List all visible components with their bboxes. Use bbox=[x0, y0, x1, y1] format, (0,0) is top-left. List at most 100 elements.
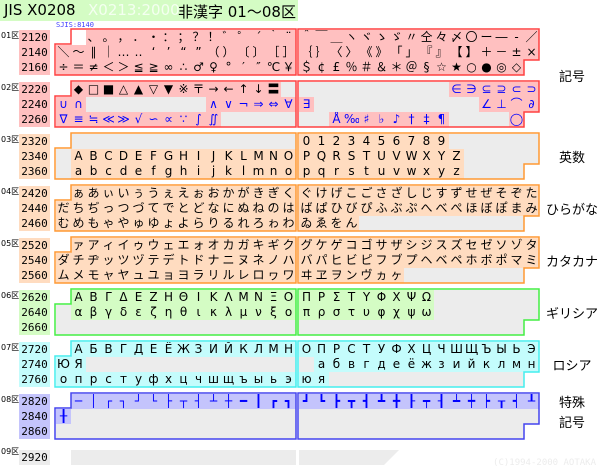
empty-cell[interactable] bbox=[266, 409, 281, 424]
char-cell[interactable]: △ bbox=[116, 82, 131, 97]
char-cell[interactable]: ω bbox=[419, 305, 434, 320]
empty-cell[interactable] bbox=[176, 97, 191, 112]
empty-cell[interactable] bbox=[464, 112, 479, 127]
char-cell[interactable]: ÷ bbox=[56, 60, 71, 75]
empty-cell[interactable] bbox=[101, 424, 116, 439]
empty-cell[interactable] bbox=[479, 216, 494, 231]
char-cell[interactable]: ― bbox=[494, 30, 509, 45]
char-cell[interactable]: ＆ bbox=[374, 60, 389, 75]
char-cell[interactable]: а bbox=[314, 357, 329, 372]
char-cell[interactable]: ほ bbox=[464, 201, 479, 216]
char-cell[interactable]: ヾ bbox=[359, 30, 374, 45]
char-cell[interactable]: м bbox=[509, 357, 524, 372]
char-cell[interactable]: ■ bbox=[101, 82, 116, 97]
char-cell[interactable]: б bbox=[329, 357, 344, 372]
char-cell[interactable]: ∨ bbox=[221, 97, 236, 112]
empty-cell[interactable] bbox=[329, 372, 344, 387]
char-cell[interactable]: Э bbox=[524, 342, 539, 357]
char-cell[interactable]: 。 bbox=[101, 30, 116, 45]
empty-cell[interactable] bbox=[404, 372, 419, 387]
empty-cell[interactable] bbox=[389, 424, 404, 439]
char-cell[interactable]: ≡ bbox=[71, 112, 86, 127]
empty-cell[interactable] bbox=[176, 320, 191, 335]
empty-cell[interactable] bbox=[266, 357, 281, 372]
empty-cell[interactable] bbox=[146, 357, 161, 372]
char-cell[interactable]: ぁ bbox=[71, 186, 86, 201]
empty-cell[interactable] bbox=[299, 82, 314, 97]
empty-cell[interactable] bbox=[524, 149, 539, 164]
char-cell[interactable]: ♯ bbox=[359, 112, 374, 127]
char-cell[interactable]: Ь bbox=[509, 342, 524, 357]
empty-cell[interactable] bbox=[419, 424, 434, 439]
char-cell[interactable]: ¶ bbox=[434, 112, 449, 127]
char-cell[interactable]: Ι bbox=[191, 290, 206, 305]
char-cell[interactable]: ． bbox=[131, 30, 146, 45]
char-cell[interactable]: ム bbox=[56, 268, 71, 283]
subtitle-link[interactable]: X0213:2000 bbox=[88, 1, 180, 19]
char-cell[interactable]: Q bbox=[314, 149, 329, 164]
empty-cell[interactable] bbox=[479, 149, 494, 164]
char-cell[interactable]: 「 bbox=[389, 45, 404, 60]
empty-cell[interactable] bbox=[434, 409, 449, 424]
char-cell[interactable]: ゑ bbox=[314, 216, 329, 231]
char-cell[interactable]: ≦ bbox=[131, 60, 146, 75]
char-cell[interactable]: э bbox=[281, 372, 296, 387]
empty-cell[interactable] bbox=[479, 320, 494, 335]
char-cell[interactable]: s bbox=[344, 164, 359, 179]
char-cell[interactable]: ゝ bbox=[374, 30, 389, 45]
char-cell[interactable]: 》 bbox=[374, 45, 389, 60]
char-cell[interactable]: h bbox=[176, 164, 191, 179]
char-cell[interactable]: Β bbox=[86, 290, 101, 305]
char-cell[interactable]: π bbox=[299, 305, 314, 320]
char-cell[interactable]: こ bbox=[344, 186, 359, 201]
empty-cell[interactable] bbox=[404, 268, 419, 283]
char-cell[interactable]: 《 bbox=[359, 45, 374, 60]
empty-cell[interactable] bbox=[146, 424, 161, 439]
char-cell[interactable]: ザ bbox=[389, 238, 404, 253]
empty-cell[interactable] bbox=[404, 216, 419, 231]
char-cell[interactable]: ～ bbox=[71, 45, 86, 60]
char-cell[interactable]: ト bbox=[176, 253, 191, 268]
empty-cell[interactable] bbox=[359, 409, 374, 424]
char-cell[interactable]: Р bbox=[329, 342, 344, 357]
char-cell[interactable]: М bbox=[266, 342, 281, 357]
char-cell[interactable]: べ bbox=[434, 201, 449, 216]
empty-cell[interactable] bbox=[449, 97, 464, 112]
char-cell[interactable]: t bbox=[359, 164, 374, 179]
char-cell[interactable]: ペ bbox=[449, 253, 464, 268]
char-cell[interactable]: Z bbox=[449, 149, 464, 164]
empty-cell[interactable] bbox=[236, 409, 251, 424]
empty-cell[interactable] bbox=[374, 409, 389, 424]
char-cell[interactable]: д bbox=[374, 357, 389, 372]
char-cell[interactable]: z bbox=[449, 164, 464, 179]
char-cell[interactable]: き bbox=[251, 186, 266, 201]
char-cell[interactable]: З bbox=[191, 342, 206, 357]
char-cell[interactable]: ・ bbox=[146, 30, 161, 45]
char-cell[interactable]: は bbox=[281, 201, 296, 216]
char-cell[interactable]: た bbox=[524, 186, 539, 201]
empty-cell[interactable] bbox=[56, 149, 71, 164]
empty-cell[interactable] bbox=[434, 216, 449, 231]
char-cell[interactable]: ь bbox=[266, 372, 281, 387]
char-cell[interactable]: タ bbox=[524, 238, 539, 253]
char-cell[interactable]: Κ bbox=[206, 290, 221, 305]
char-cell[interactable]: め bbox=[71, 216, 86, 231]
empty-cell[interactable] bbox=[71, 409, 86, 424]
char-cell[interactable]: M bbox=[251, 149, 266, 164]
char-cell[interactable]: ￥ bbox=[281, 60, 296, 75]
empty-cell[interactable] bbox=[86, 357, 101, 372]
empty-cell[interactable] bbox=[221, 357, 236, 372]
char-cell[interactable]: イ bbox=[116, 238, 131, 253]
empty-cell[interactable] bbox=[161, 320, 176, 335]
char-cell[interactable]: エ bbox=[176, 238, 191, 253]
char-cell[interactable]: Н bbox=[281, 342, 296, 357]
char-cell[interactable]: テ bbox=[146, 253, 161, 268]
char-cell[interactable]: ∇ bbox=[56, 112, 71, 127]
char-cell[interactable]: ／ bbox=[524, 30, 539, 45]
char-cell[interactable]: H bbox=[176, 149, 191, 164]
char-cell[interactable]: Ч bbox=[434, 342, 449, 357]
char-cell[interactable]: っ bbox=[101, 201, 116, 216]
char-cell[interactable]: ＝ bbox=[71, 60, 86, 75]
char-cell[interactable]: オ bbox=[206, 238, 221, 253]
empty-cell[interactable] bbox=[374, 372, 389, 387]
